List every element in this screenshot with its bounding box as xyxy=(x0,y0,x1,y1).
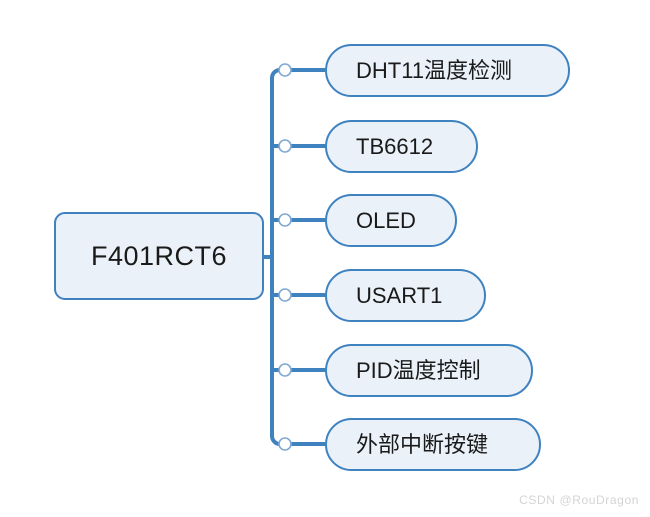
node-child-label: 外部中断按键 xyxy=(356,431,489,457)
node-child-dht11[interactable]: DHT11温度检测 xyxy=(325,44,570,97)
node-root-label: F401RCT6 xyxy=(90,240,228,271)
branch-junction-dot-0 xyxy=(278,63,292,77)
node-child-label: OLED xyxy=(356,207,416,233)
node-root[interactable]: F401RCT6 xyxy=(54,212,264,300)
branch-junction-dot-3 xyxy=(278,288,292,302)
node-child-pid[interactable]: PID温度控制 xyxy=(325,344,533,397)
node-child-usart1[interactable]: USART1 xyxy=(325,269,486,322)
node-child-label: PID温度控制 xyxy=(356,357,481,383)
node-child-label: TB6612 xyxy=(356,133,434,159)
node-child-oled[interactable]: OLED xyxy=(325,194,457,247)
branch-junction-dot-2 xyxy=(278,213,292,227)
branch-junction-dot-1 xyxy=(278,139,292,153)
branch-junction-dot-5 xyxy=(278,437,292,451)
node-child-external-interrupt-key[interactable]: 外部中断按键 xyxy=(325,418,541,471)
branch-junction-dot-4 xyxy=(278,363,292,377)
node-child-label: DHT11温度检测 xyxy=(356,57,513,83)
node-child-label: USART1 xyxy=(356,282,443,308)
node-child-tb6612[interactable]: TB6612 xyxy=(325,120,478,173)
watermark: CSDN @RouDragon xyxy=(519,493,639,507)
connector-trunk xyxy=(270,68,283,446)
